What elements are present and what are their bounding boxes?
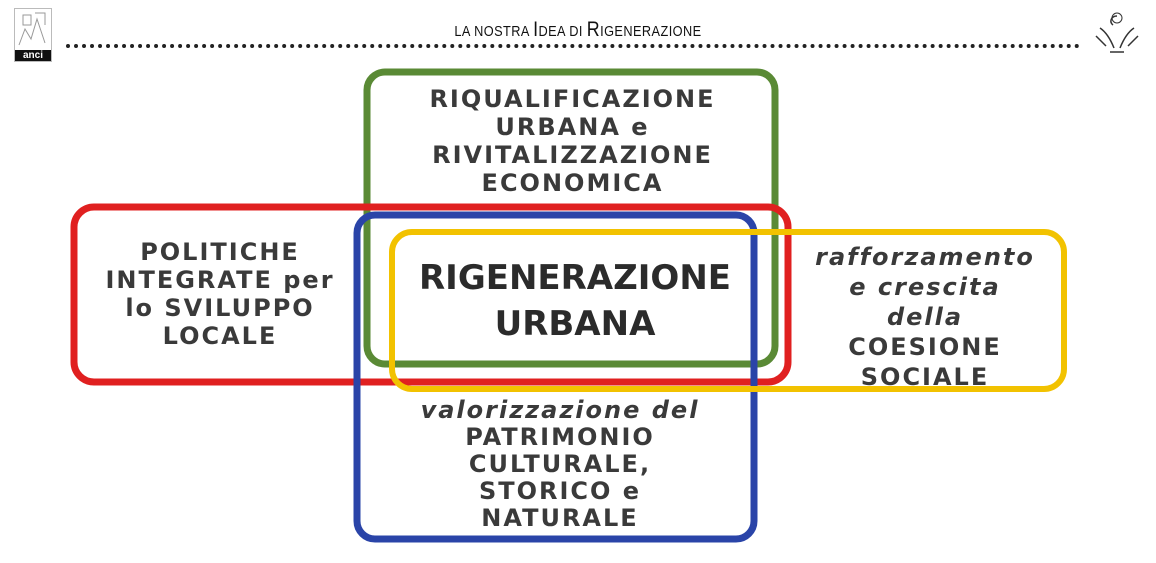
page-title: LA NOSTRA IDEA DI RIGENERAZIONE <box>454 18 702 41</box>
blue-box <box>353 211 758 543</box>
anci-logo: anci <box>14 8 52 62</box>
red-box <box>70 203 792 386</box>
dotted-divider <box>66 44 1080 48</box>
yellow-box <box>389 229 1067 392</box>
eagle-emblem-icon <box>1090 8 1144 58</box>
